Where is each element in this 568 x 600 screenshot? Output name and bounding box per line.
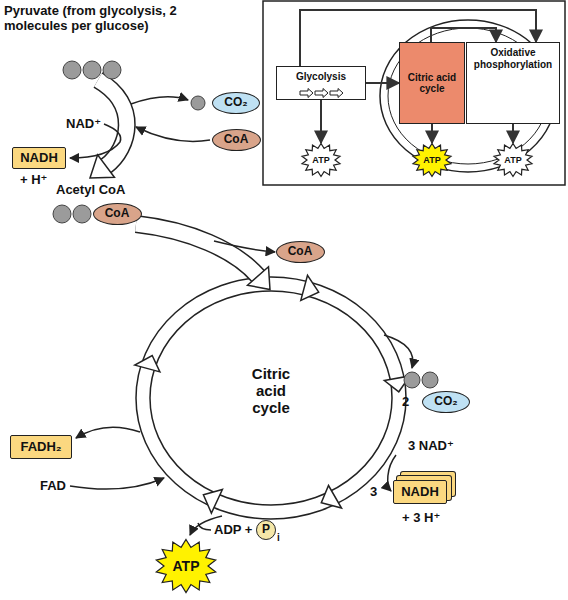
pyruvate-label: Pyruvate (from glycolysis, 2 molecules p… xyxy=(4,3,182,33)
inset-frame xyxy=(263,1,565,185)
flow-arrow xyxy=(431,28,496,42)
node-text: ATP xyxy=(504,155,521,165)
acetyl-coa-label: Acetyl CoA xyxy=(56,182,125,197)
cycle-ring xyxy=(135,275,410,519)
count-label: 3 xyxy=(370,484,377,499)
node-text: ATP xyxy=(173,558,200,574)
citric-acid-cycle-box: Citric acid cycle xyxy=(399,42,465,124)
proton-label: + 3 H⁺ xyxy=(402,510,440,525)
node-text: ATP xyxy=(312,155,329,165)
flow-arrow xyxy=(431,124,433,143)
ring-arrowhead xyxy=(321,486,341,509)
atp-starburst: ATP xyxy=(154,538,218,594)
node-text: CoA xyxy=(288,245,313,259)
coa-molecule: CoA xyxy=(212,129,261,151)
glycolysis-arrows xyxy=(300,89,343,98)
cofactor-label: FAD xyxy=(40,478,66,493)
ring-arrowhead xyxy=(203,490,222,514)
node-text: FADH₂ xyxy=(20,440,61,455)
node-text: CO₂ xyxy=(224,96,247,110)
ring-arrowhead xyxy=(135,356,160,372)
node-text: ATP xyxy=(423,155,440,165)
node-text: CO₂ xyxy=(434,395,457,409)
count-label: 2 xyxy=(402,394,409,409)
carbon-balls xyxy=(53,61,438,388)
co2-molecule: CO₂ xyxy=(422,391,469,413)
cofactor-label: 3 NAD⁺ xyxy=(408,438,454,453)
nadh-box: NADH xyxy=(12,147,66,169)
flow-arrow xyxy=(320,100,322,143)
node-text: Glycolysis xyxy=(296,71,346,83)
node-text: Oxidative phosphorylation xyxy=(471,47,555,70)
proton-label: + H⁺ xyxy=(20,172,47,187)
phosphate-circle: P xyxy=(256,520,276,540)
reaction-arcs xyxy=(70,97,413,535)
atp-starburst: ATP xyxy=(411,142,453,178)
co2-molecule: CO₂ xyxy=(212,92,259,114)
atp-starburst: ATP xyxy=(300,142,342,178)
coa-molecule: CoA xyxy=(93,203,142,225)
cofactor-label: NAD⁺ xyxy=(66,116,101,131)
ring-arrowhead xyxy=(301,275,319,300)
node-text: CoA xyxy=(224,133,249,147)
acetyl-coa-arrow xyxy=(136,224,270,290)
fadh2-box: FADH₂ xyxy=(10,435,72,459)
flow-arrow xyxy=(512,124,514,143)
glycolysis-box: Glycolysis xyxy=(276,66,366,100)
coa-molecule: CoA xyxy=(276,241,325,263)
node-text: P xyxy=(262,523,270,537)
phosphate-subscript: i xyxy=(277,532,280,543)
node-text: NADH xyxy=(401,485,439,500)
node-text: Citric acid cycle xyxy=(404,72,460,95)
cycle-title: Citric acid cycle xyxy=(236,365,306,416)
adp-label: ADP + xyxy=(214,522,252,537)
node-text: CoA xyxy=(105,207,130,221)
atp-starburst: ATP xyxy=(492,142,534,178)
nadh-stack: NADH xyxy=(393,480,447,504)
oxidative-phosphorylation-box: Oxidative phosphorylation xyxy=(466,42,560,124)
flow-arrow xyxy=(366,82,399,84)
node-text: NADH xyxy=(20,151,58,166)
